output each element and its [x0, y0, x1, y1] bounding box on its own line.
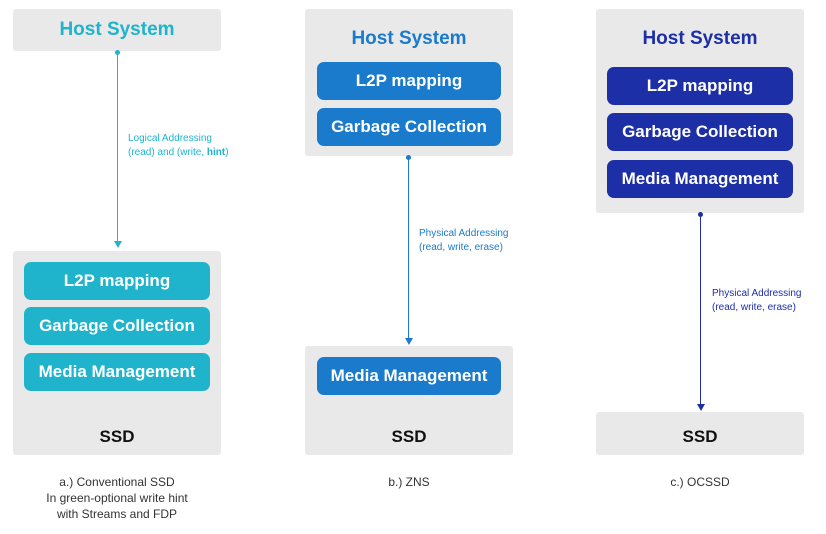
panel-c-edge-arrow-icon	[697, 404, 705, 411]
panel-c-garbage-collection: Garbage Collection	[607, 113, 793, 151]
panel-b-media-management: Media Management	[317, 357, 501, 395]
panel-a-edge-label: Logical Addressing (read) and (write, hi…	[128, 132, 229, 160]
panel-c-ssd-box	[596, 412, 804, 455]
panel-a-edge-line	[117, 52, 118, 242]
panel-b-caption: b.) ZNS	[388, 475, 430, 489]
panel-a-caption: a.) Conventional SSD In green-optional w…	[46, 475, 188, 521]
panel-a-media-management: Media Management	[24, 353, 210, 391]
panel-c-media-management: Media Management	[607, 160, 793, 198]
panel-a-garbage-collection: Garbage Collection	[24, 307, 210, 345]
panel-a-l2p-mapping: L2P mapping	[24, 262, 210, 300]
panel-a-host-title: Host System	[59, 19, 175, 40]
panel-a-edge-label-line1: Logical Addressing	[128, 133, 212, 144]
panel-a-edge-arrow-icon	[114, 241, 122, 248]
panel-b-host-title: Host System	[351, 28, 467, 49]
panel-b-edge-arrow-icon	[405, 338, 413, 345]
panel-a-edge-start-dot	[115, 50, 120, 55]
panel-b-l2p-mapping: L2P mapping	[317, 62, 501, 100]
panel-c-edge-label: Physical Addressing (read, write, erase)	[712, 288, 802, 313]
panel-c-host-title: Host System	[642, 28, 758, 49]
panel-b-garbage-collection: Garbage Collection	[317, 108, 501, 146]
panel-b-edge-line	[408, 158, 409, 339]
panel-a-hint-text: hint	[206, 147, 226, 158]
panel-b-edge-label: Physical Addressing (read, write, erase)	[419, 228, 509, 253]
panel-c-edge-line	[700, 215, 701, 405]
panel-c-ssd-label: SSD	[682, 427, 718, 446]
panel-c-edge-start-dot	[698, 212, 703, 217]
panel-b-edge-start-dot	[406, 155, 411, 160]
panel-c-caption: c.) OCSSD	[670, 475, 730, 489]
panel-b-ssd-label: SSD	[391, 427, 427, 446]
panel-a-ssd-label: SSD	[99, 427, 135, 446]
panel-a-host-box	[13, 9, 221, 51]
panel-a-edge-label-line2: (read) and (write, hint)	[128, 147, 229, 158]
panel-c-l2p-mapping: L2P mapping	[607, 67, 793, 105]
